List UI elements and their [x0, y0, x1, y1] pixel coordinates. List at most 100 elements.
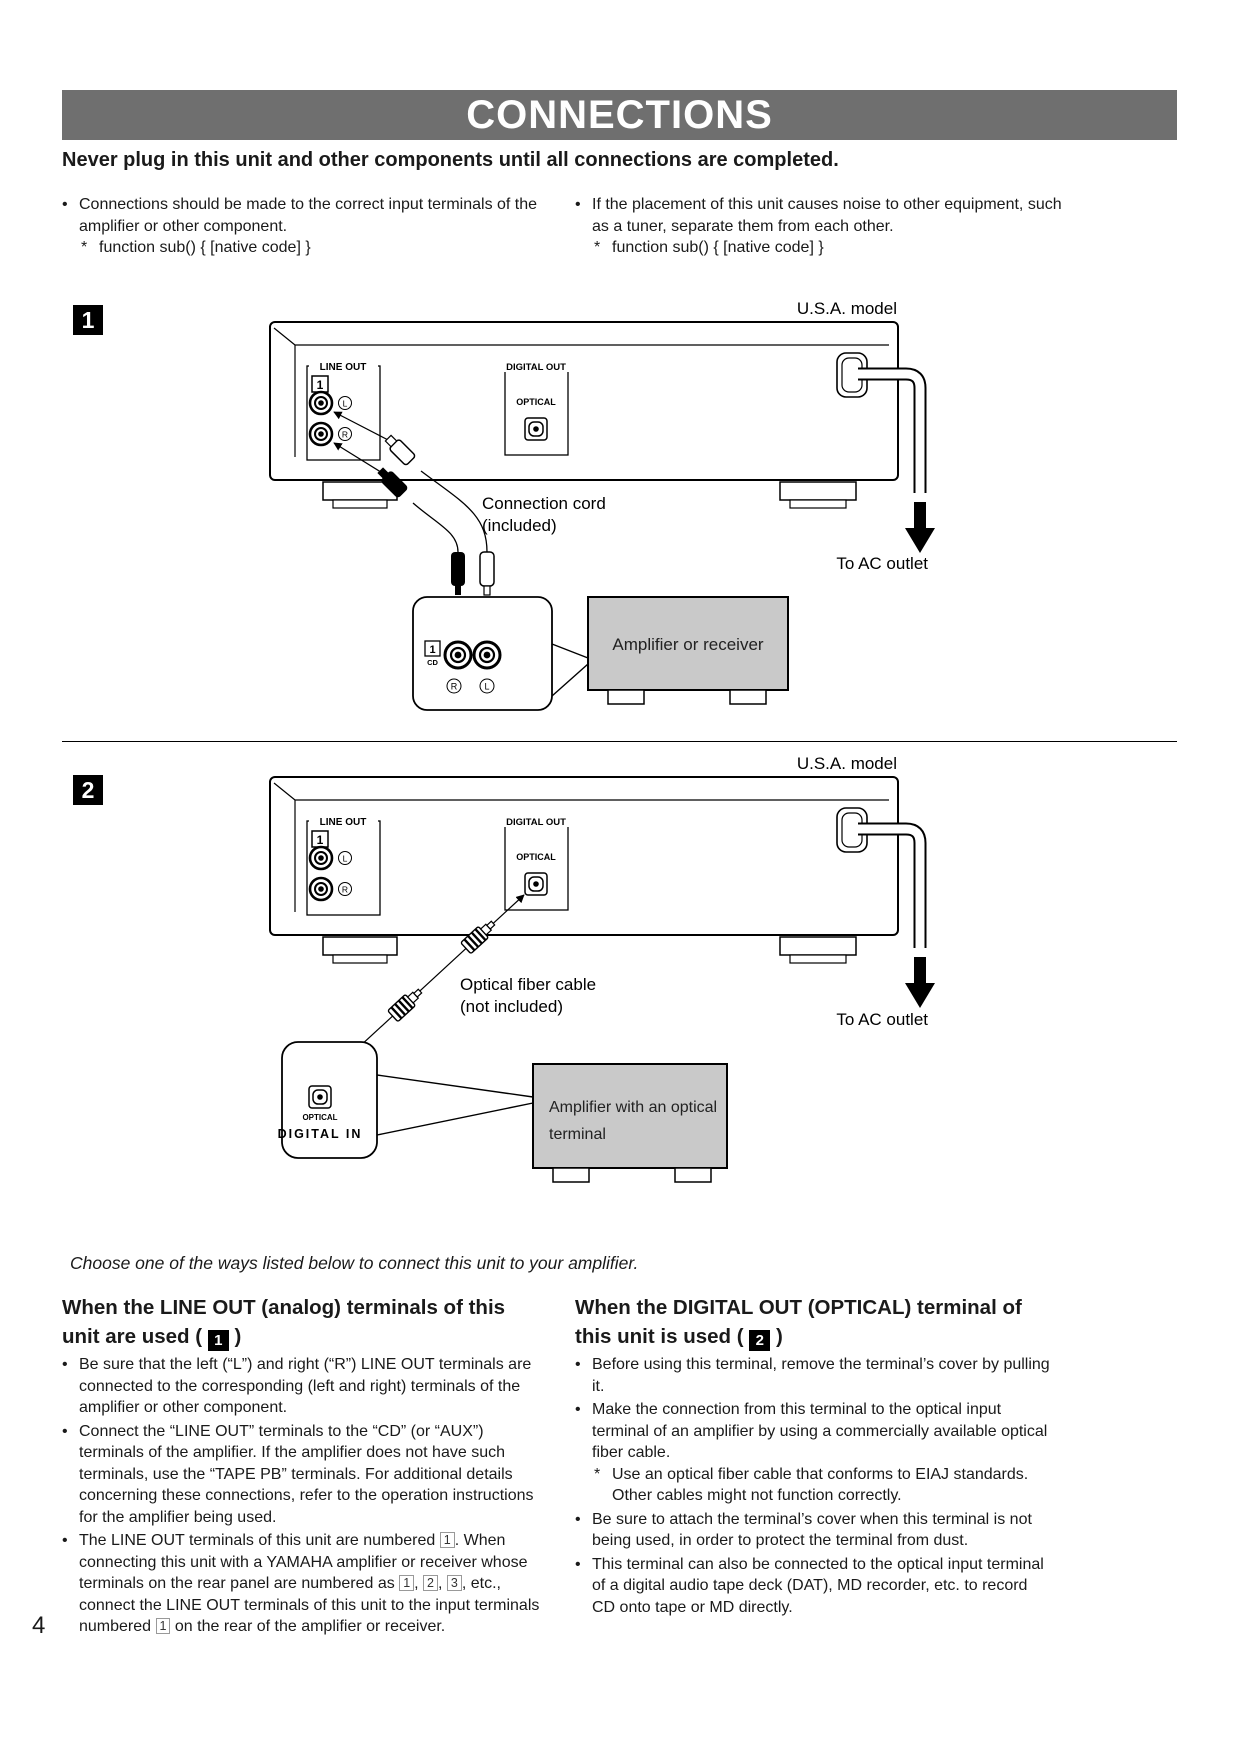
step-number: 1 — [82, 307, 95, 333]
amplifier-box-label-line2: terminal — [549, 1126, 606, 1143]
connection-cord-label-line1: Connection cord — [482, 494, 606, 513]
model-label: U.S.A. model — [797, 754, 897, 773]
rca-jack-left — [308, 845, 334, 871]
ac-arrow — [905, 502, 935, 553]
sub-note: function sub() { [native code] } — [79, 237, 542, 259]
right-jack-label: R — [342, 430, 348, 440]
amp-input-number: 1 — [429, 644, 435, 656]
section-line-out: When the LINE OUT (analog) terminals of … — [62, 1293, 540, 1640]
amplifier-box: Amplifier or receiver — [587, 596, 789, 705]
page-title: CONNECTIONS — [466, 92, 773, 137]
diagram-line-out-connection: 1 U.S.A. model LINE OUT 1 L — [73, 299, 935, 711]
amp-input-source: CD — [427, 658, 438, 667]
terminal-number: 1 — [317, 833, 324, 847]
optical-cable-label-line1: Optical fiber cable — [460, 975, 596, 994]
ac-arrow — [905, 957, 935, 1008]
digital-out-label: DIGITAL OUT — [506, 362, 566, 373]
optical-plug-upper — [460, 920, 496, 954]
digital-in-optical-label: OPTICAL — [302, 1113, 337, 1122]
rca-jack-right — [308, 421, 334, 447]
bullet-item: The LINE OUT terminals of this unit are … — [62, 1530, 540, 1638]
optical-label: OPTICAL — [516, 397, 556, 407]
callout-line — [376, 1102, 534, 1136]
diagram-optical-connection: 2 U.S.A. model LINE OUT 1 L — [73, 754, 935, 1183]
panel-feet — [322, 936, 857, 964]
plug-white-vertical — [479, 551, 495, 596]
digital-out-label: DIGITAL OUT — [506, 817, 566, 828]
bullet-list: If the placement of this unit causes noi… — [575, 194, 1065, 259]
inline-terminal-number: 1 — [155, 1618, 171, 1634]
section-heading: When the DIGITAL OUT (OPTICAL) terminal … — [575, 1293, 1053, 1351]
ac-outlet-label: To AC outlet — [836, 554, 928, 573]
optical-connector-icon — [524, 872, 548, 896]
heading-line2: this unit is used ( 2 ) — [575, 1325, 783, 1351]
choose-instruction: Choose one of the ways listed below to c… — [70, 1253, 639, 1273]
amp-jack-left — [472, 640, 502, 670]
plug-black-vertical — [451, 552, 465, 595]
power-cord — [858, 822, 927, 948]
callout-line — [376, 1074, 534, 1098]
terminal-number: 1 — [317, 378, 324, 392]
line-out-label: LINE OUT — [320, 362, 367, 373]
intro-bullet-left: Connections should be made to the correc… — [62, 194, 542, 261]
digital-out-group: DIGITAL OUT OPTICAL — [503, 815, 570, 911]
line-out-label: LINE OUT — [320, 817, 367, 828]
rear-panel: LINE OUT 1 L R DIGITAL OUT OPTICAL — [269, 321, 899, 509]
optical-connector-icon — [524, 417, 548, 441]
bullet-item: If the placement of this unit causes noi… — [575, 194, 1065, 259]
amplifier-input-panel: 1 CD R L — [412, 596, 553, 711]
callout-line — [551, 643, 589, 659]
heading-step-badge: 2 — [749, 1330, 771, 1351]
inline-terminal-number: 1 — [399, 1575, 415, 1591]
step-badge — [73, 775, 103, 805]
right-jack-label: R — [342, 885, 348, 895]
bullet-list: Connections should be made to the correc… — [62, 194, 542, 259]
bullet-item: This terminal can also be connected to t… — [575, 1554, 1053, 1619]
ac-inlet — [836, 352, 868, 398]
heading-line2: unit are used ( 1 ) — [62, 1325, 242, 1351]
bullet-item: Be sure to attach the terminal’s cover w… — [575, 1509, 1053, 1552]
bullet-item: Before using this terminal, remove the t… — [575, 1354, 1053, 1397]
rca-plug-white — [384, 434, 416, 466]
sub-note: Use an optical fiber cable that conforms… — [592, 1464, 1053, 1507]
inline-terminal-number: 3 — [446, 1575, 462, 1591]
amp-left-label: L — [484, 682, 489, 692]
bullet-item: Connect the “LINE OUT” terminals to the … — [62, 1421, 540, 1529]
rca-jack-left — [308, 390, 334, 416]
section-title-bar: CONNECTIONS — [62, 90, 1177, 140]
heading-step-badge: 1 — [207, 1330, 229, 1351]
digital-in-panel: OPTICAL DIGITAL IN — [278, 1041, 378, 1159]
inline-terminal-number: 2 — [423, 1575, 438, 1591]
optical-plug-lower — [387, 988, 423, 1022]
line-out-group: LINE OUT 1 L R — [306, 815, 381, 916]
optical-label: OPTICAL — [516, 852, 556, 862]
bullet-list: Before using this terminal, remove the t… — [575, 1354, 1053, 1618]
optical-cable-label-line2: (not included) — [460, 997, 563, 1016]
bullet-item: Connections should be made to the correc… — [62, 194, 542, 259]
amp-jack-right — [443, 640, 473, 670]
connection-cord-label-line2: (included) — [482, 516, 557, 535]
cord-black — [412, 502, 459, 553]
rear-panel: LINE OUT 1 L R DIGITAL OUT OPTICAL — [269, 776, 899, 964]
sub-note: function sub() { [native code] } — [592, 237, 1065, 259]
section-divider — [62, 741, 1177, 742]
page-number: 4 — [32, 1612, 46, 1639]
intro-bullet-right: If the placement of this unit causes noi… — [575, 194, 1065, 261]
heading-line1: When the DIGITAL OUT (OPTICAL) terminal … — [575, 1296, 1022, 1319]
bullet-item: Be sure that the left (“L”) and right (“… — [62, 1354, 540, 1419]
inline-terminal-number: 1 — [439, 1532, 455, 1548]
amplifier-box: Amplifier with an optical terminal — [532, 1063, 728, 1183]
digital-in-label: DIGITAL IN — [278, 1127, 363, 1141]
step-number: 2 — [82, 777, 95, 803]
digital-out-group: DIGITAL OUT OPTICAL — [503, 360, 570, 456]
left-jack-label: L — [343, 854, 348, 864]
amplifier-box-label-line1: Amplifier with an optical — [549, 1099, 717, 1116]
bullet-item: Make the connection from this terminal t… — [575, 1399, 1053, 1507]
optical-connector-icon — [308, 1085, 332, 1109]
amp-right-label: R — [451, 682, 458, 692]
section-heading: When the LINE OUT (analog) terminals of … — [62, 1293, 540, 1351]
ac-outlet-label: To AC outlet — [836, 1010, 928, 1029]
bullet-list: Be sure that the left (“L”) and right (“… — [62, 1354, 540, 1638]
section-digital-out: When the DIGITAL OUT (OPTICAL) terminal … — [575, 1293, 1053, 1620]
